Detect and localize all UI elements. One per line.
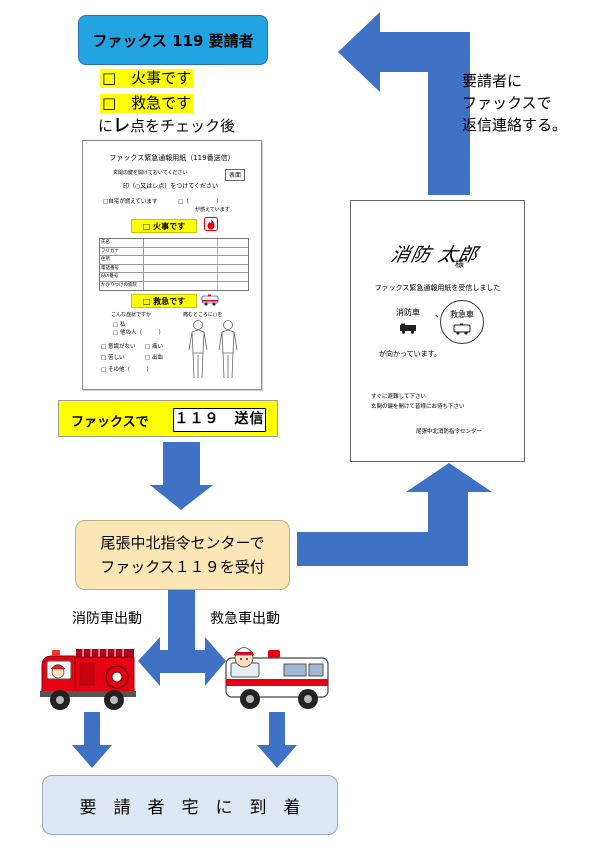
ambulance-icon xyxy=(201,294,219,306)
request-form-symptom-prompt: こんな症状ですか xyxy=(111,312,152,318)
fire-icon xyxy=(204,217,218,231)
arrival-text: 要 請 者 宅 に 到 着 xyxy=(79,797,301,818)
reply-ambulance-circle: 救急車 xyxy=(440,300,484,344)
reply-sender: 尾張中北消防指令センター xyxy=(416,429,483,435)
request-form-ems-check: □ 救急です xyxy=(131,294,197,308)
table-row-label: フリガナ xyxy=(100,247,144,255)
reply-note-line: 要請者に xyxy=(462,72,523,90)
reply-ambulance-label: 救急車 xyxy=(450,310,474,319)
table-row: かかりつけの病院 xyxy=(100,281,248,290)
send-fax-label: ファックスで xyxy=(71,415,149,430)
symptom-option: □ 意識がない xyxy=(101,344,136,350)
symptom-option: □ その他（ ） xyxy=(101,367,152,373)
reply-instruction: すぐに避難して下さい xyxy=(371,394,426,400)
body-chart-icon xyxy=(188,320,238,379)
reply-separator: 、 xyxy=(435,310,445,320)
arrow-fire-truck-to-arrival xyxy=(72,712,112,768)
reply-note: 要請者に ファックスで 返信連絡する。 xyxy=(462,70,567,136)
symptom-option: □ 痛い xyxy=(145,344,163,350)
symptom-option: □ 出血 xyxy=(145,355,163,361)
fire-truck-icon xyxy=(40,649,136,710)
arrow-center-to-vehicles xyxy=(138,590,226,686)
arrow-center-to-reply-form xyxy=(297,463,492,566)
request-fax-form: ファックス緊急通報用紙（119番送信） 玄関の鍵を開けておいてください 表面 印… xyxy=(82,140,262,390)
command-center-box: 尾張中北指令センターで ファックス１１９を受付 xyxy=(75,520,290,590)
arrow-reply-to-requester xyxy=(338,12,470,195)
ems-dispatch-label: 救急車出動 xyxy=(210,611,280,627)
command-center-line2: ファックス１１９を受付 xyxy=(100,558,265,576)
check-after-pre: に xyxy=(98,117,114,135)
arrival-box: 要 請 者 宅 に 到 着 xyxy=(42,775,338,835)
reply-instruction: 玄関の鍵を開けて皆様にお待ち下さい xyxy=(371,404,465,410)
request-form-title: ファックス緊急通報用紙（119番送信） xyxy=(109,154,235,162)
table-row: FAX番号 xyxy=(100,273,248,282)
request-form-info-table: 氏名 フリガナ 住所 電話番号 FAX番号 かかりつけの病院 xyxy=(99,238,249,291)
request-form-note: 玄関の鍵を開けておいてください xyxy=(113,170,188,176)
check-fire-step: □ 火事です xyxy=(100,69,194,88)
command-center-line1: 尾張中北指令センターで xyxy=(100,534,265,552)
send-fax-number: １１９ 送信 xyxy=(173,408,266,432)
reply-fax-form: 消防 太郎 様 ファックス緊急通報用紙を受信しました 消防車 、 救急車 が向か… xyxy=(350,200,525,462)
request-form-other-option: □（ ） xyxy=(178,199,222,205)
table-row-label: 住所 xyxy=(100,256,144,264)
check-ems-step: □ 救急です xyxy=(100,94,194,113)
reply-note-line: 返信連絡する。 xyxy=(462,116,568,134)
request-form-burning-suffix: が燃えています xyxy=(195,207,230,213)
symptom-option: □ 苦しい xyxy=(101,355,125,361)
requester-title: ファックス 119 要請者 xyxy=(92,31,254,50)
table-row-label: かかりつけの病院 xyxy=(100,281,144,290)
fire-truck-icon xyxy=(400,323,416,334)
arrow-ambulance-to-arrival xyxy=(257,712,297,768)
table-row: 住所 xyxy=(100,256,248,265)
reply-status-text: が向かっています。 xyxy=(379,350,441,358)
reply-fire-truck-label: 消防車 xyxy=(396,308,420,317)
table-row-label: FAX番号 xyxy=(100,273,144,281)
requester-box: ファックス 119 要請者 xyxy=(78,15,268,65)
request-form-pain-prompt: 痛むところに○を xyxy=(183,312,223,318)
table-row-label: 氏名 xyxy=(100,239,144,247)
who-option: □ 私 xyxy=(113,322,126,328)
ambulance-icon xyxy=(225,647,329,709)
reply-honorific: 様 xyxy=(455,260,465,270)
table-row: 電話番号 xyxy=(100,264,248,273)
check-after-post: 点をチェック後 xyxy=(130,117,236,135)
table-row-label: 電話番号 xyxy=(100,264,144,272)
request-form-instruction: 印（○又はレ点）をつけてください xyxy=(123,183,219,190)
who-option: □ 他の人（ ） xyxy=(113,330,164,336)
reply-note-line: ファックスで xyxy=(462,94,552,112)
fire-dispatch-label: 消防車出動 xyxy=(72,611,142,627)
request-form-side-badge: 表面 xyxy=(225,169,245,181)
arrow-fax-to-center xyxy=(150,442,213,510)
send-fax-box: ファックスで １１９ 送信 xyxy=(58,400,278,437)
reply-received-text: ファックス緊急通報用紙を受信しました xyxy=(374,284,501,292)
ambulance-icon xyxy=(453,323,471,335)
check-after-step: にレ点をチェック後 xyxy=(98,117,235,136)
request-form-home-option: □自宅が燃えています xyxy=(103,199,158,205)
check-mark-symbol: レ xyxy=(113,116,131,136)
table-row: 氏名 xyxy=(100,239,248,248)
reply-addressee: 消防 太郎 xyxy=(388,244,481,266)
request-form-fire-check: □ 火事です xyxy=(131,219,197,233)
table-row: フリガナ xyxy=(100,247,248,256)
